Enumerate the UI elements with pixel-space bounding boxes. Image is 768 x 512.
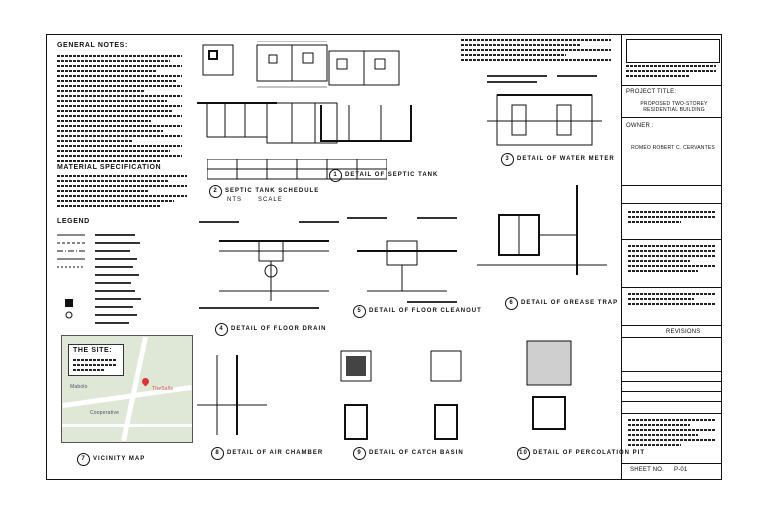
map-label: Mabolo — [70, 384, 88, 390]
legend-table — [57, 234, 141, 324]
site-marker-icon — [140, 376, 151, 387]
drawing-sheet: GENERAL NOTES: MATERIAL SPECIFICATION LE… — [46, 34, 722, 480]
material-spec-text — [57, 175, 187, 210]
material-spec-title: MATERIAL SPECIFICATION — [57, 164, 162, 171]
firm-logo — [626, 39, 720, 63]
owner-label: OWNER : — [626, 123, 654, 129]
site-title: THE SITE: — [73, 347, 113, 354]
sheet-number: P-01 — [674, 467, 688, 473]
legend-title: LEGEND — [57, 218, 90, 225]
percolation-pit-drawing — [526, 340, 572, 430]
map-label: TheSalle — [152, 386, 174, 392]
floor-cleanout-drawing — [347, 217, 457, 303]
project-title-label: PROJECT TITLE: — [626, 89, 677, 95]
catch-basin-drawing — [340, 350, 462, 440]
general-notes-text — [57, 55, 182, 165]
project-title: PROPOSED TWO-STOREY RESIDENTIAL BUILDING — [640, 101, 708, 113]
owner-name: ROMEO ROBERT C. CERVANTES — [631, 145, 715, 151]
septic-section-drawing — [320, 50, 412, 142]
site-label-box: THE SITE: — [68, 344, 124, 376]
revisions-label: REVISIONS — [666, 329, 701, 335]
map-label: Cooperative — [90, 410, 120, 416]
sheet-number-label: SHEET NO. — [630, 467, 665, 473]
water-meter-drawing — [487, 75, 602, 146]
air-chamber-drawing — [197, 355, 267, 435]
floor-drain-drawing — [199, 221, 339, 309]
septic-tank-drawing — [197, 41, 338, 144]
title-block: PROJECT TITLE: PROPOSED TWO-STOREY RESID… — [621, 35, 722, 479]
scale-caption: NTS SCALE — [227, 197, 283, 203]
grease-trap-drawing — [477, 185, 607, 275]
septic-schedule-table — [207, 159, 387, 180]
vicinity-map: THE SITE: TheSalle Cooperative Mabolo — [61, 335, 193, 443]
general-notes-title: GENERAL NOTES: — [57, 42, 128, 49]
water-meter-notes — [461, 39, 611, 64]
